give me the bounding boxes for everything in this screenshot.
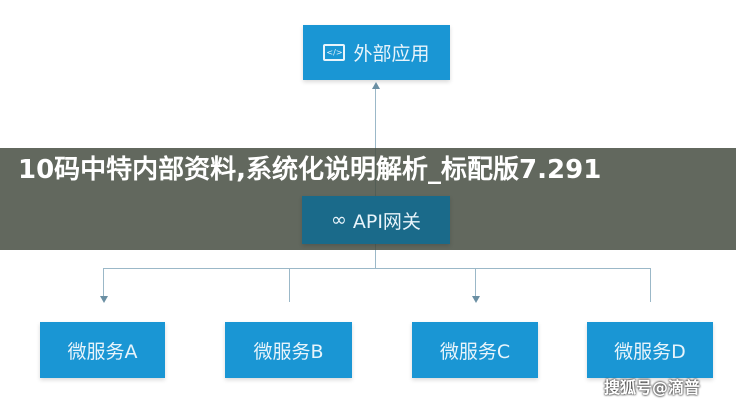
service-c-node: 微服务C: [412, 322, 538, 378]
api-gateway-label: API网关: [352, 210, 421, 233]
connector-b: [289, 268, 290, 302]
service-d-label: 微服务D: [614, 340, 686, 363]
arrow-down-a: [100, 296, 108, 303]
connector-horizontal: [103, 268, 651, 269]
service-a-label: 微服务A: [67, 340, 138, 363]
service-b-label: 微服务B: [253, 340, 324, 363]
link-icon: ∞: [331, 209, 347, 231]
monitor-code-icon: </>: [323, 44, 346, 61]
watermark: 搜狐号@滴普: [603, 378, 700, 397]
arrow-down-c: [472, 296, 480, 303]
service-d-node: 微服务D: [587, 322, 713, 378]
external-app-label: 外部应用: [353, 43, 430, 65]
connector-gateway-down: [375, 244, 376, 268]
service-a-node: 微服务A: [40, 322, 165, 378]
connector-c: [475, 268, 476, 298]
arrow-up: [372, 82, 380, 89]
api-gateway-node: ∞ API网关: [302, 196, 450, 244]
connector-a: [103, 268, 104, 298]
connector-up: [375, 88, 376, 196]
overlay-title: 10码中特内部资料,系统化说明解析_标配版7.291: [18, 155, 602, 185]
external-app-node: </> 外部应用: [303, 25, 450, 80]
service-b-node: 微服务B: [225, 322, 352, 378]
connector-d: [650, 268, 651, 302]
service-c-label: 微服务C: [439, 340, 511, 363]
